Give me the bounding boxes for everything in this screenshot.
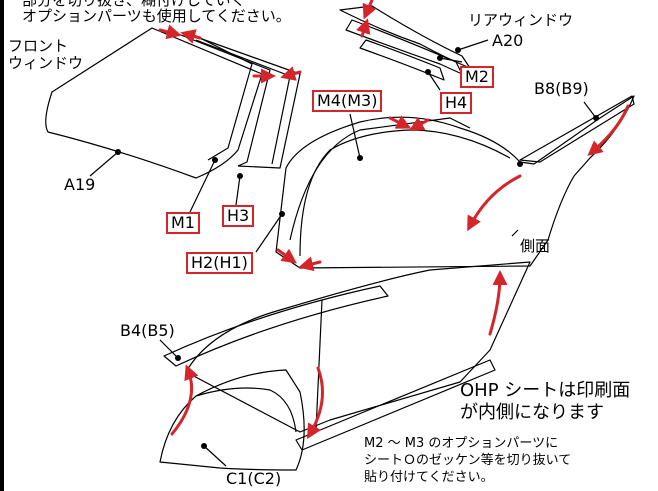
leader-h4 bbox=[427, 71, 441, 91]
b8-wing bbox=[519, 95, 635, 163]
dot-side bbox=[517, 161, 523, 167]
part-label-c1-c2: C1(C2) bbox=[226, 469, 282, 488]
rear-window-label: リアウィンドウ bbox=[468, 11, 574, 29]
arrow-top-2 bbox=[180, 29, 202, 44]
c1-fender bbox=[159, 369, 305, 471]
arrow-m4-1 bbox=[388, 115, 412, 129]
dot-a19 bbox=[115, 149, 121, 155]
arrow-side-up bbox=[488, 270, 508, 336]
dot-b8 bbox=[593, 115, 599, 121]
c1-wheel-arch bbox=[195, 387, 297, 433]
arrow-side-curve bbox=[467, 174, 522, 232]
front-window-part bbox=[45, 27, 263, 179]
m4-strip bbox=[289, 117, 471, 241]
leader-h3 bbox=[235, 175, 241, 206]
ohp-note-line2: が内側になります bbox=[460, 402, 604, 423]
arrow-c1-curve bbox=[306, 366, 324, 440]
arrow-b8-curve bbox=[587, 104, 630, 156]
front-window-label-line2: ウィンドウ bbox=[8, 54, 84, 72]
leader-b4 bbox=[159, 339, 179, 359]
part-label-m4-m3: M4(M3) bbox=[312, 90, 383, 112]
dot-h3 bbox=[237, 173, 243, 179]
dot-c1 bbox=[201, 443, 207, 449]
part-label-a20: A20 bbox=[492, 31, 524, 50]
h4-strip bbox=[359, 39, 445, 81]
leader-a20 bbox=[457, 39, 489, 51]
left-border bbox=[0, 0, 4, 491]
ohp-note-line1: OHP シートは印刷面 bbox=[460, 380, 631, 401]
part-label-b8-b9: B8(B9) bbox=[534, 79, 589, 98]
top-note-line1: 部分を切り抜き、糊付けしていく bbox=[22, 0, 246, 9]
roof-part bbox=[275, 95, 635, 269]
roof-inner-line bbox=[299, 129, 511, 257]
leader-m4 bbox=[349, 113, 361, 159]
leader-m1 bbox=[189, 159, 216, 213]
part-label-h4: H4 bbox=[440, 92, 473, 114]
dot-h4 bbox=[425, 69, 431, 75]
part-label-m2: M2 bbox=[460, 66, 494, 88]
part-label-m1: M1 bbox=[166, 212, 200, 234]
dot-m1 bbox=[212, 157, 218, 163]
rear-window-part bbox=[339, 5, 471, 69]
m1-strip bbox=[167, 29, 271, 167]
leader-h2 bbox=[255, 213, 283, 253]
leader-side bbox=[511, 229, 519, 237]
option-note-line1: M2 ～ M3 のオプションパーツに bbox=[364, 436, 559, 451]
dot-m2 bbox=[437, 55, 443, 61]
part-label-h3: H3 bbox=[222, 205, 255, 227]
top-note-line2: オプションパーツも使用してください。 bbox=[22, 7, 291, 25]
leader-a19 bbox=[89, 151, 119, 177]
option-note-line2: シートＯのゼッケン等を切り抜いて bbox=[364, 453, 572, 468]
h3-strip-inner bbox=[195, 39, 291, 165]
front-window-inner-line bbox=[191, 33, 253, 161]
leader-b8 bbox=[583, 101, 597, 119]
side-label: 側面 bbox=[520, 237, 551, 255]
front-window-label-line1: フロント bbox=[8, 37, 69, 55]
arrow-m4-2 bbox=[408, 117, 430, 131]
part-label-h2-h1: H2(H1) bbox=[186, 252, 253, 274]
side-lower-sill bbox=[295, 359, 496, 451]
arrow-rear-2 bbox=[356, 18, 371, 38]
arrow-h2-1 bbox=[276, 248, 297, 264]
arrow-top-1 bbox=[158, 24, 182, 40]
arrow-b4-curve bbox=[170, 364, 199, 436]
dot-a20 bbox=[455, 47, 461, 53]
option-note-line3: 貼り付けてください。 bbox=[364, 470, 494, 485]
dot-b4 bbox=[175, 355, 181, 361]
side-door-line bbox=[315, 299, 323, 431]
part-label-b4-b5: B4(B5) bbox=[120, 321, 175, 340]
h3-strip bbox=[187, 33, 301, 169]
part-label-a19: A19 bbox=[64, 175, 96, 194]
dot-m4 bbox=[357, 155, 363, 161]
m2-strip bbox=[345, 19, 463, 75]
leader-c1 bbox=[203, 445, 227, 467]
leader-m2 bbox=[439, 57, 463, 63]
b4-strip bbox=[163, 285, 389, 367]
dot-h2 bbox=[279, 211, 285, 217]
arrow-right-2 bbox=[280, 66, 302, 81]
arrow-h2-2 bbox=[298, 256, 322, 272]
arrow-rear-1 bbox=[362, 0, 377, 20]
side-body bbox=[185, 261, 531, 433]
